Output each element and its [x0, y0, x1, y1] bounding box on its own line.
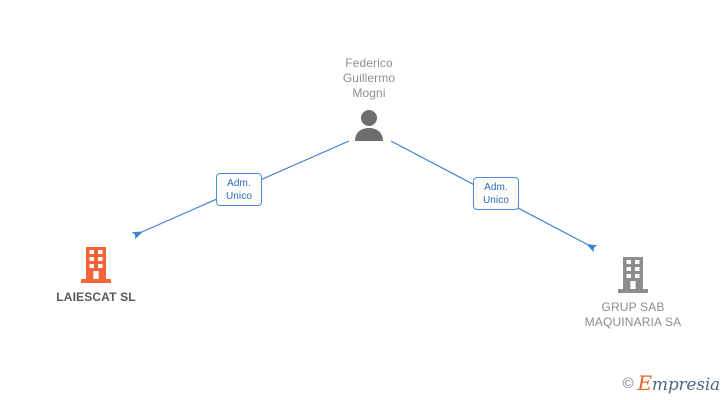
- relation-label-adm-unico-laiescat[interactable]: Adm. Unico: [216, 173, 262, 206]
- copyright-icon: ©: [622, 375, 634, 392]
- watermark: © Empresia: [622, 373, 720, 394]
- company-name-label: LAIESCAT SL: [56, 290, 136, 304]
- brand-name: mpresia: [651, 375, 720, 395]
- company-name-label: GRUP SAB MAQUINARIA SA: [584, 300, 682, 329]
- building-icon: [81, 247, 111, 283]
- brand-logo: Empresia: [638, 373, 721, 394]
- building-icon: [618, 257, 648, 293]
- person-silhouette-icon: [355, 110, 383, 141]
- person-name-label: Federico Guillermo Mogni: [342, 56, 396, 100]
- brand-initial: E: [637, 371, 653, 395]
- person-node[interactable]: Federico Guillermo Mogni: [309, 56, 429, 141]
- company-node-laiescat[interactable]: LAIESCAT SL: [21, 246, 171, 305]
- company-node-grup-sab-maquinaria[interactable]: GRUP SAB MAQUINARIA SA: [558, 256, 708, 330]
- relation-label-adm-unico-grup-sab[interactable]: Adm. Unico: [473, 177, 519, 210]
